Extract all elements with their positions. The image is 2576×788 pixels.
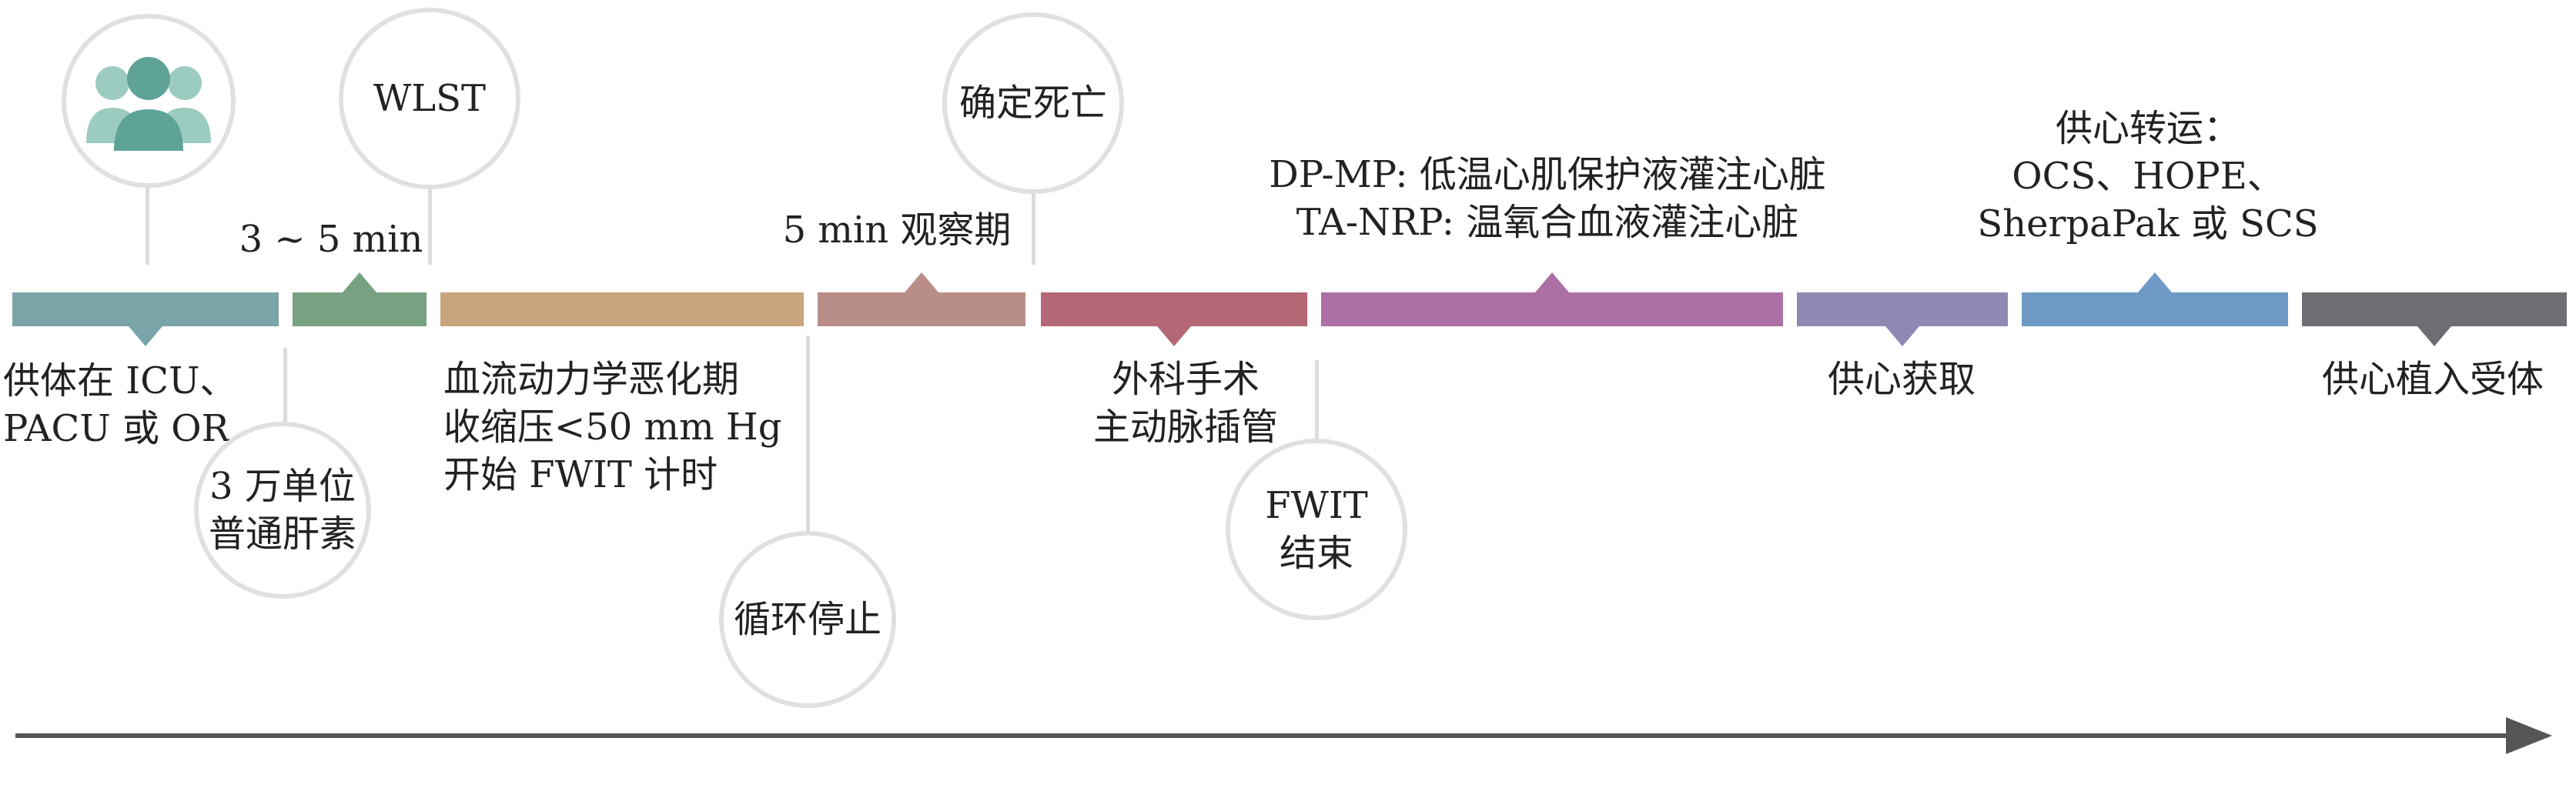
- heparin-connector: [283, 348, 287, 425]
- circulation-stop-connector: [806, 336, 810, 531]
- marker-surgery: [1157, 326, 1191, 346]
- bar-donor-location: [12, 292, 279, 326]
- duration-label: 3 ~ 5 min: [239, 218, 423, 261]
- marker-perfusion: [1535, 272, 1569, 292]
- surgery-label: 外科手术 主动脉插管: [1092, 358, 1278, 449]
- marker-wlst: [343, 272, 376, 292]
- heparin-circle: 3 万单位 普通肝素: [194, 422, 371, 599]
- people-group-icon: [86, 57, 211, 151]
- confirm-death-connector: [1032, 194, 1035, 265]
- procurement-label: 供心获取: [1827, 358, 1975, 401]
- confirm-death-circle: 确定死亡: [942, 12, 1124, 194]
- donor-location-label: 供体在 ICU、 PACU 或 OR: [3, 359, 237, 450]
- bar-transport: [2022, 292, 2288, 326]
- hemodynamic-label: 血流动力学恶化期 收缩压<50 mm Hg 开始 FWIT 计时: [443, 358, 782, 496]
- timeline-arrow-line: [15, 733, 2510, 738]
- people-connector: [146, 188, 149, 265]
- transport-label: 供心转运： OCS、HOPE、 SherpaPak 或 SCS: [1977, 107, 2319, 245]
- marker-implant: [2417, 326, 2451, 346]
- bar-hemodynamic: [440, 292, 804, 326]
- bar-implant: [2302, 292, 2567, 326]
- perfusion-label: DP-MP: 低温心肌保护液灌注心脏 TA-NRP: 温氧合血液灌注心脏: [1269, 153, 1826, 244]
- wlst-circle: WLST: [339, 8, 520, 189]
- observation-label: 5 min 观察期: [782, 209, 1012, 252]
- implant-label: 供心植入受体: [2321, 358, 2544, 401]
- bar-surgery: [1041, 292, 1307, 326]
- wlst-label: WLST: [373, 77, 487, 120]
- people-icon-circle: [62, 14, 236, 188]
- confirm-death-label: 确定死亡: [958, 82, 1107, 125]
- bar-perfusion: [1321, 292, 1783, 326]
- fwit-end-connector: [1315, 360, 1319, 476]
- heparin-label: 3 万单位 普通肝素: [208, 465, 356, 556]
- marker-transport: [2138, 272, 2172, 292]
- bar-wlst: [293, 292, 427, 326]
- bar-observation: [818, 292, 1025, 326]
- circulation-stop-label: 循环停止: [733, 598, 882, 641]
- marker-observation: [905, 272, 938, 292]
- timeline-arrow-head: [2506, 717, 2552, 754]
- marker-procurement: [1885, 326, 1919, 346]
- bar-procurement: [1797, 292, 2008, 326]
- circulation-stop-circle: 循环停止: [719, 531, 896, 708]
- marker-donor-location: [129, 326, 162, 346]
- fwit-end-circle: FWIT 结束: [1226, 439, 1407, 620]
- fwit-end-label: FWIT 结束: [1265, 484, 1368, 575]
- wlst-connector: [428, 189, 432, 265]
